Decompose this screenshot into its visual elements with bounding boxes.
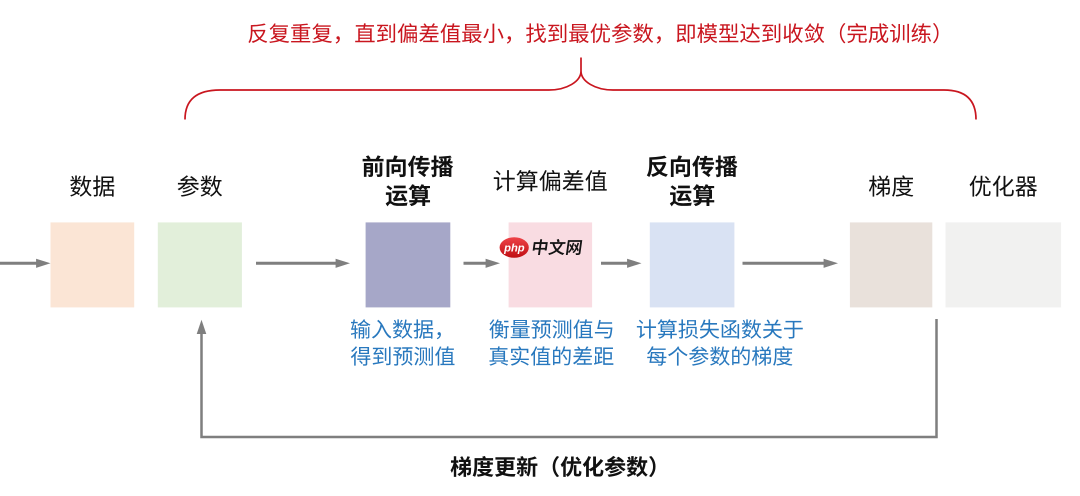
svg-text:php: php: [503, 242, 525, 254]
